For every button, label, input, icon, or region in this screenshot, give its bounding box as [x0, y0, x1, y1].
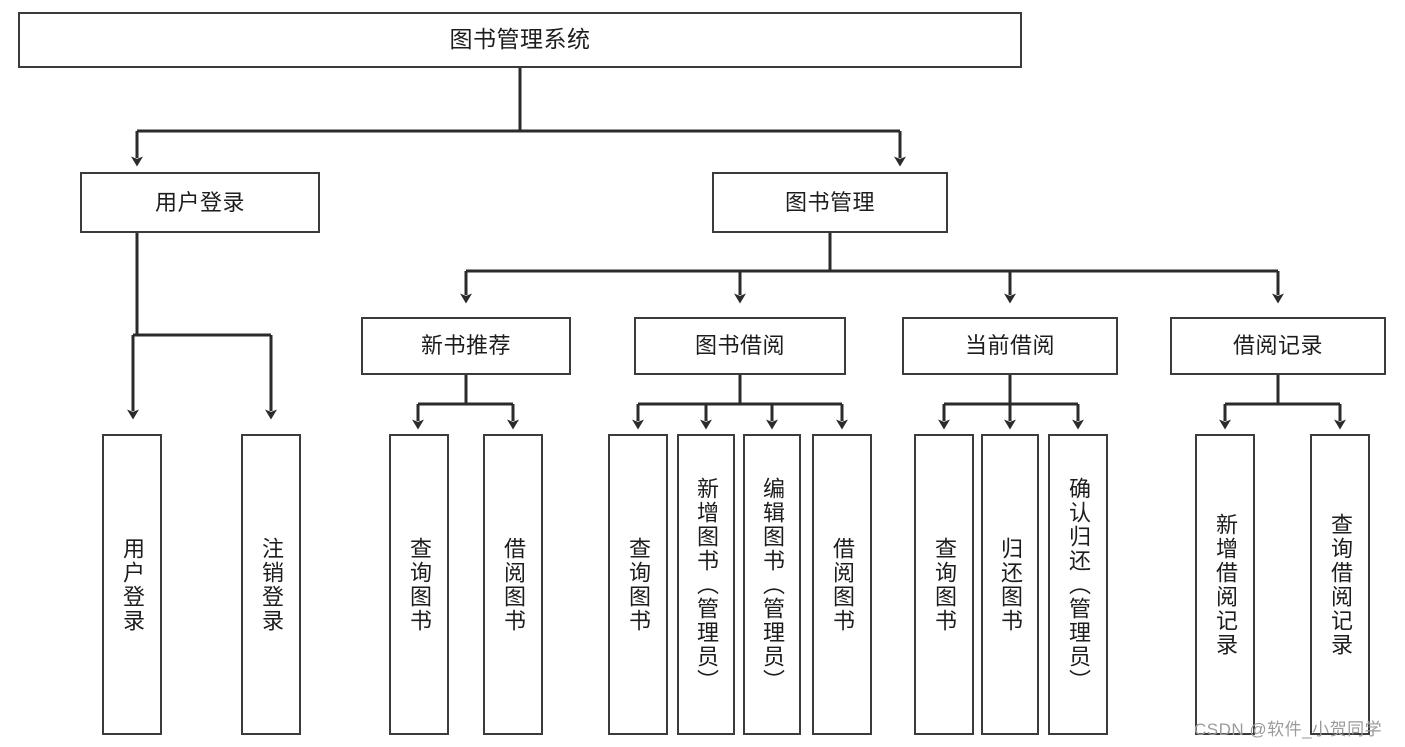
node-user-login[interactable]: 用户登录 — [80, 172, 320, 233]
node-label: 查询图书 — [626, 536, 651, 633]
node-leaf-user-logout[interactable]: 注销登录 — [241, 434, 301, 735]
node-borrow-record[interactable]: 借阅记录 — [1170, 317, 1386, 375]
node-root-system[interactable]: 图书管理系统 — [18, 12, 1022, 68]
node-leaf-query-book-current[interactable]: 查询图书 — [914, 434, 974, 735]
node-label: 图书管理 — [784, 189, 875, 215]
node-current-borrow[interactable]: 当前借阅 — [902, 317, 1118, 375]
node-label: 当前借阅 — [964, 333, 1055, 359]
node-leaf-query-book[interactable]: 查询图书 — [608, 434, 668, 735]
node-label: 查询图书 — [932, 536, 957, 633]
node-label: 图书管理系统 — [449, 26, 591, 53]
node-leaf-query-borrow-record[interactable]: 查询借阅记录 — [1310, 434, 1370, 735]
node-leaf-add-book-admin[interactable]: 新增图书（管理员） — [677, 434, 735, 735]
node-book-borrow[interactable]: 图书借阅 — [634, 317, 846, 375]
node-label: 注销登录 — [259, 536, 284, 633]
node-label: 图书借阅 — [694, 333, 785, 359]
node-label: 查询借阅记录 — [1328, 512, 1353, 657]
node-new-book-recommend[interactable]: 新书推荐 — [361, 317, 571, 375]
node-label: 借阅记录 — [1232, 333, 1323, 359]
node-leaf-return-book[interactable]: 归还图书 — [981, 434, 1039, 735]
node-label: 编辑图书（管理员） — [760, 476, 785, 693]
node-label: 确认归还（管理员） — [1066, 476, 1091, 693]
node-label: 借阅图书 — [830, 536, 855, 633]
node-label: 借阅图书 — [501, 536, 526, 633]
node-leaf-confirm-return-admin[interactable]: 确认归还（管理员） — [1048, 434, 1108, 735]
node-leaf-user-login[interactable]: 用户登录 — [102, 434, 162, 735]
node-leaf-borrow-book[interactable]: 借阅图书 — [812, 434, 872, 735]
node-label: 用户登录 — [154, 189, 245, 215]
node-label: 新增图书（管理员） — [694, 476, 719, 693]
node-label: 归还图书 — [998, 536, 1023, 633]
node-leaf-borrow-book-new[interactable]: 借阅图书 — [483, 434, 543, 735]
node-label: 用户登录 — [120, 536, 145, 633]
node-label: 新增借阅记录 — [1213, 512, 1238, 657]
node-book-management[interactable]: 图书管理 — [712, 172, 948, 233]
node-leaf-edit-book-admin[interactable]: 编辑图书（管理员） — [743, 434, 801, 735]
watermark: CSDN @软件_小贺同学 — [1194, 720, 1383, 739]
node-leaf-add-borrow-record[interactable]: 新增借阅记录 — [1195, 434, 1255, 735]
node-label: 查询图书 — [407, 536, 432, 633]
node-label: 新书推荐 — [420, 333, 511, 359]
node-leaf-query-book-new[interactable]: 查询图书 — [389, 434, 449, 735]
